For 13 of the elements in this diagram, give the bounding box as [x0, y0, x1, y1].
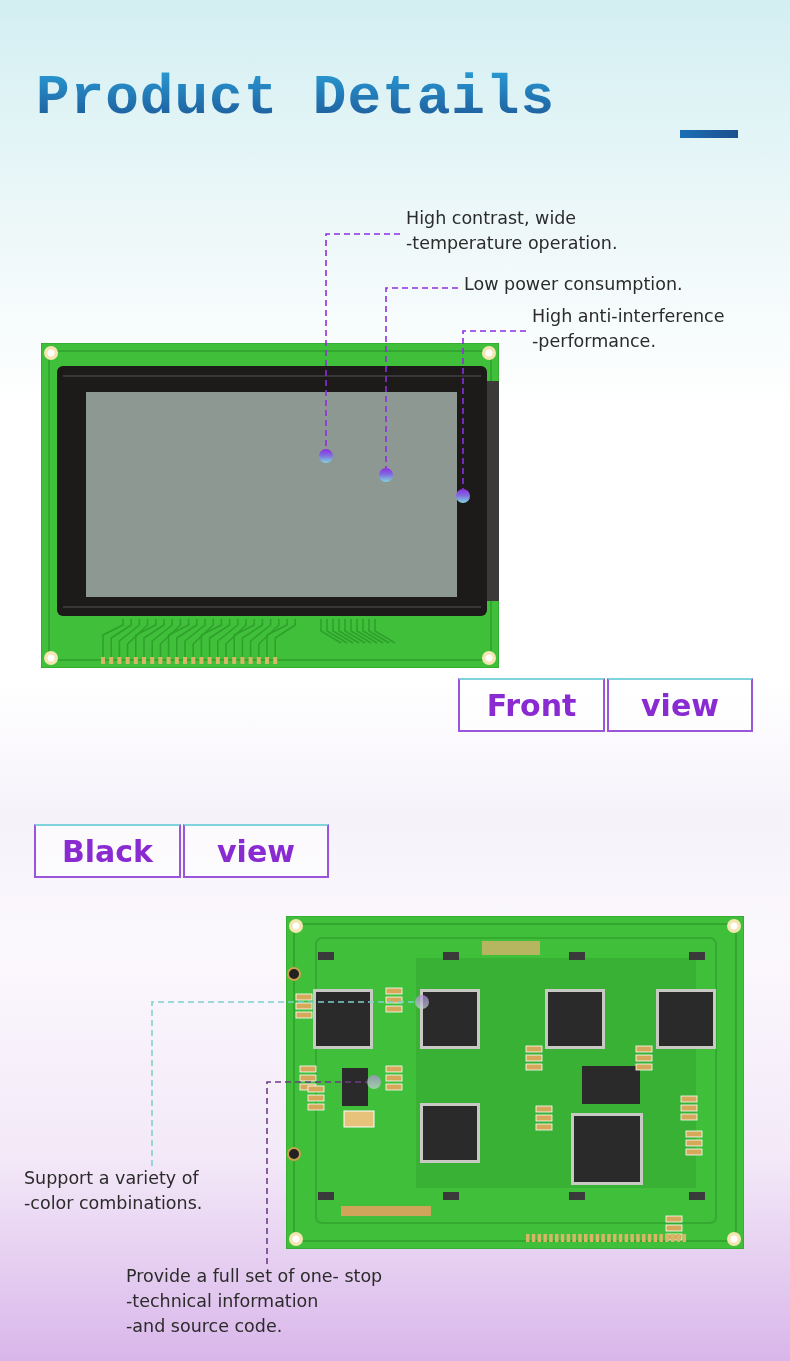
leader-line — [266, 1081, 368, 1265]
callout-text: High anti-interference -performance. — [532, 304, 772, 356]
leader-line — [385, 287, 459, 469]
callout-text: Low power consumption. — [464, 272, 714, 300]
view-label: Front — [458, 678, 605, 732]
leader-line — [462, 330, 527, 490]
callout-text: High contrast, wide -temperature operation. — [406, 206, 656, 258]
callout-text: Provide a full set of one- stop -technical information -and source code. — [126, 1264, 446, 1342]
view-label: Black — [34, 824, 181, 878]
callout-text: Support a variety of -color combinations. — [24, 1166, 264, 1218]
view-label: view — [607, 678, 753, 732]
view-label: view — [183, 824, 329, 878]
leader-line — [151, 1001, 416, 1167]
